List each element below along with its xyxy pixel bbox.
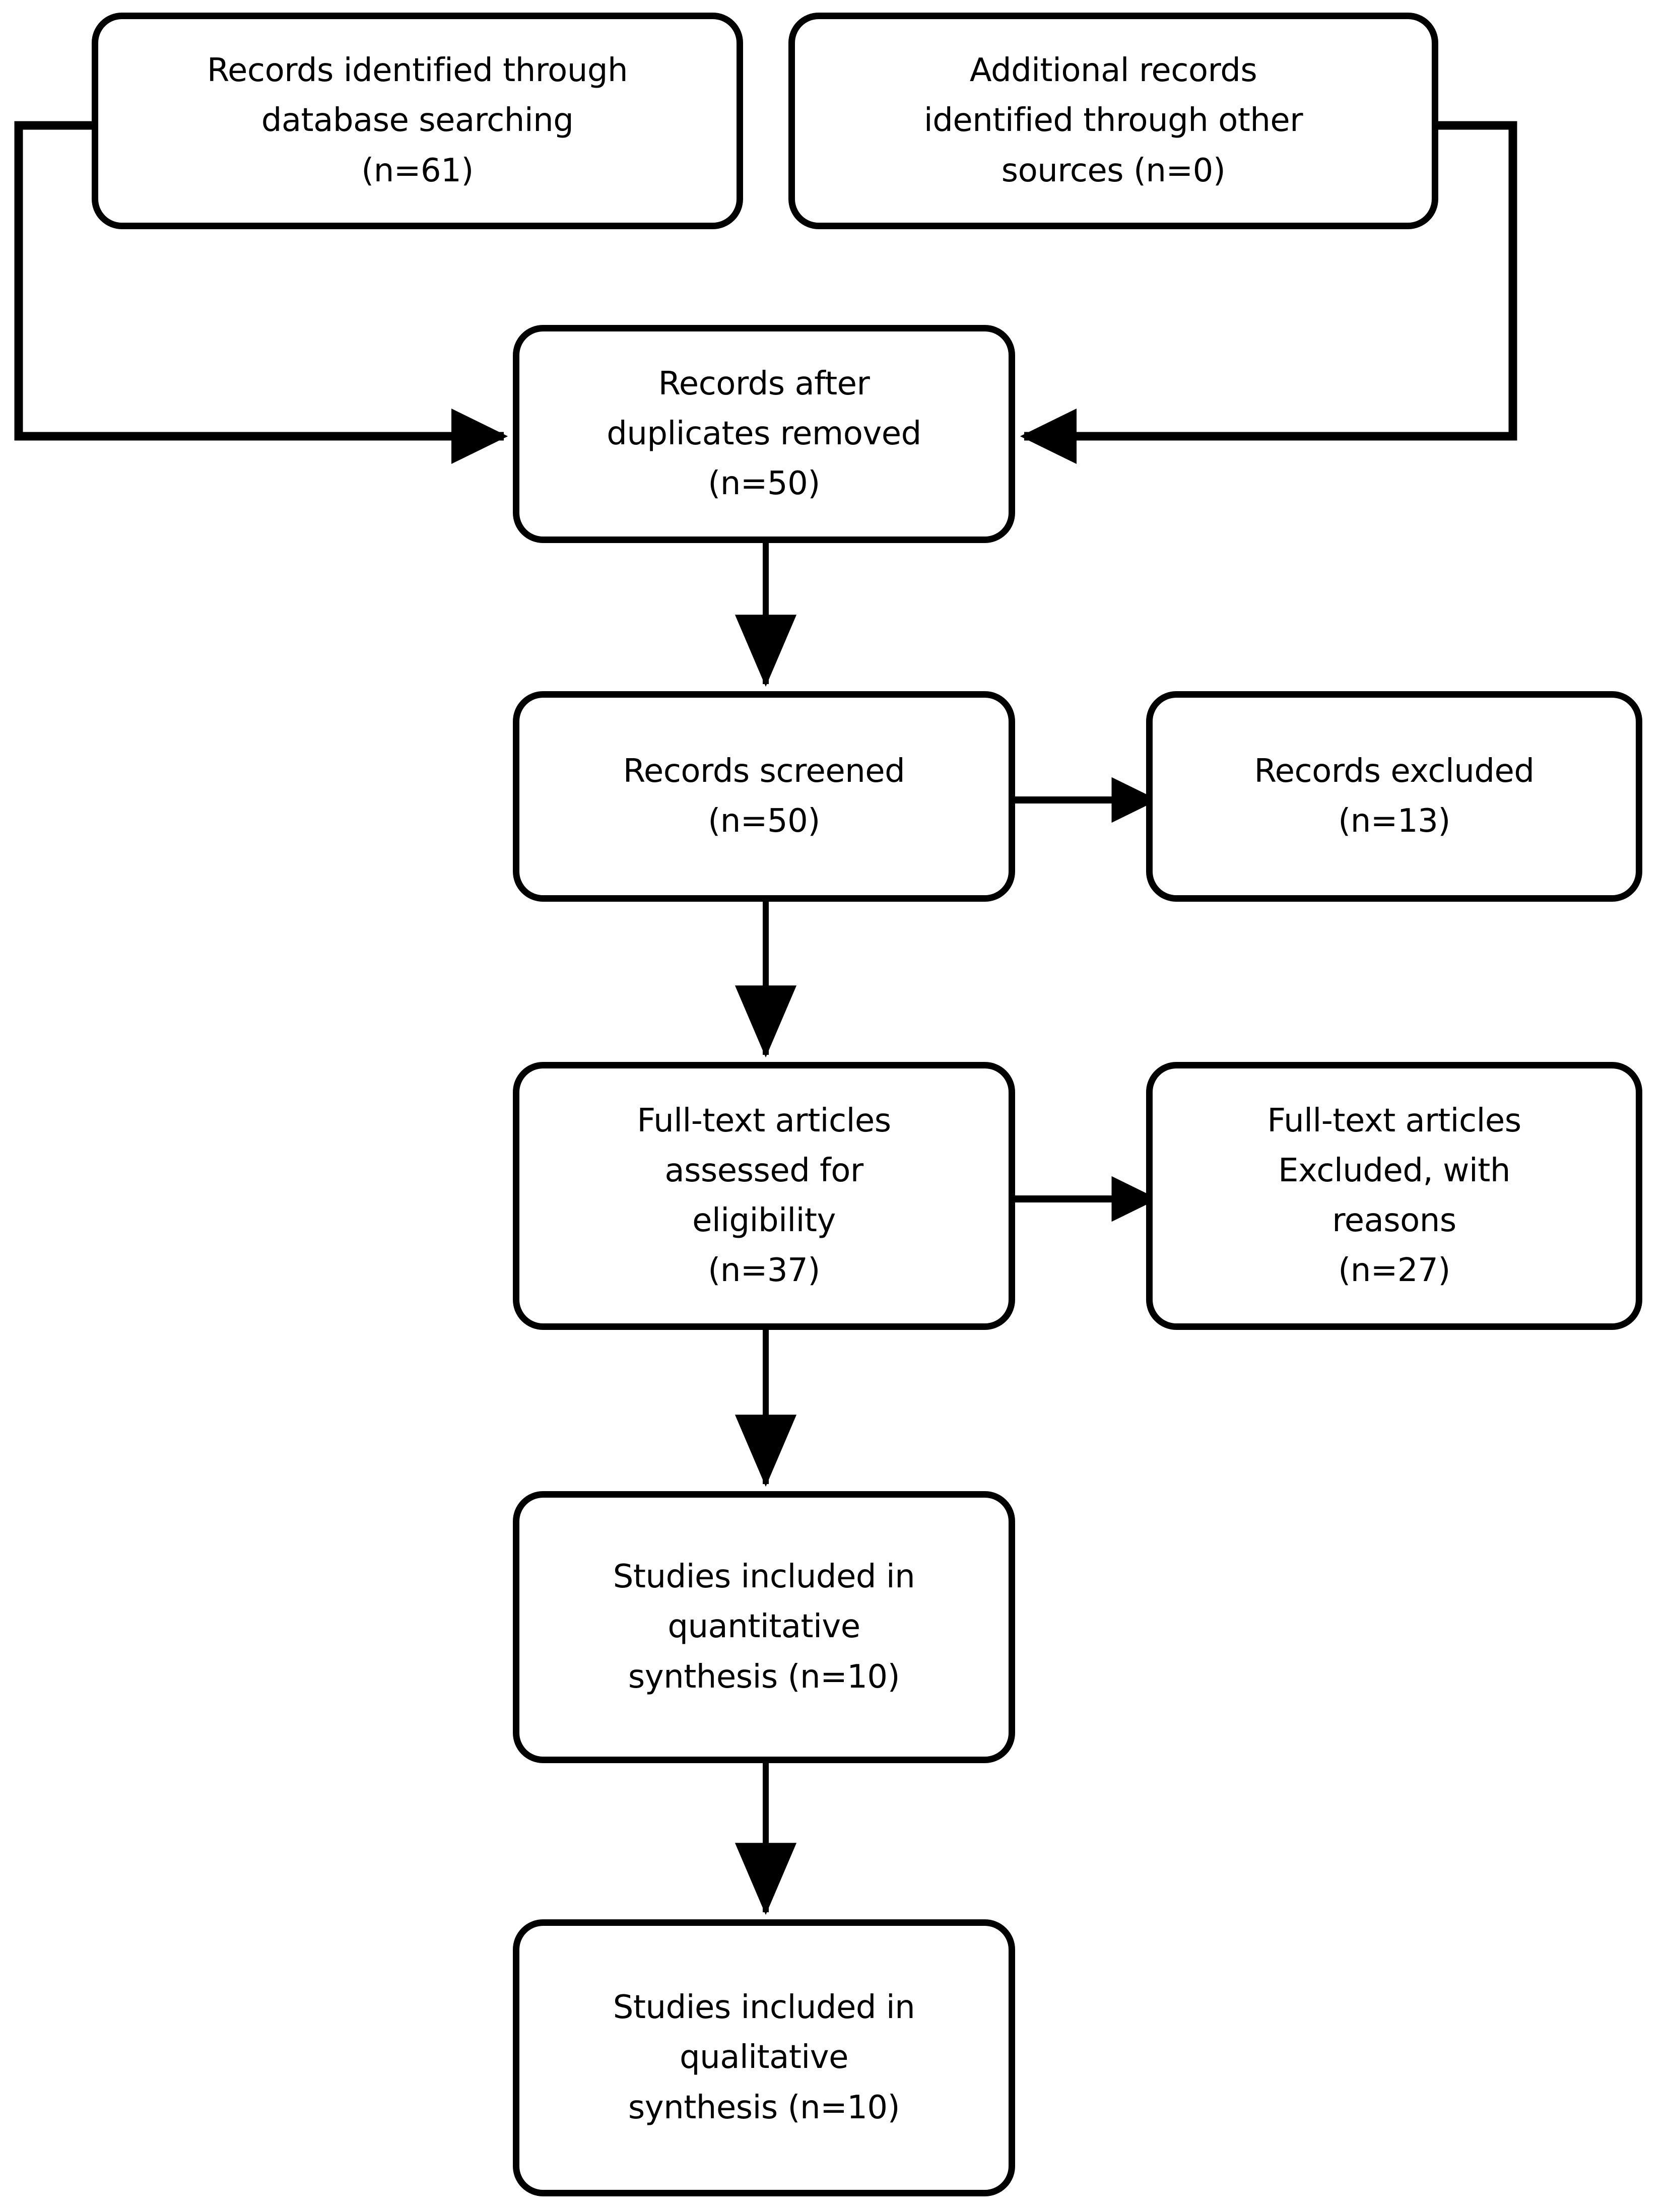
- box-studies-included-qualitative-synthesis: Studies included in qualitative synthesi…: [513, 1919, 1015, 2196]
- box-studies-included-quantitative-synthesis: Studies included in quantitative synthes…: [513, 1491, 1015, 1763]
- box-fulltext-articles-assessed-for-eligibility: Full-text articles assessed for eligibil…: [513, 1062, 1015, 1330]
- box-additional-records-other-sources: Additional records identified through ot…: [788, 13, 1438, 229]
- box-screened-label: Records screened (n=50): [623, 752, 905, 840]
- box-fulltext-articles-excluded-with-reasons: Full-text articles Excluded, with reason…: [1146, 1062, 1642, 1330]
- box-fulltext-excluded-label: Full-text articles Excluded, with reason…: [1267, 1102, 1521, 1290]
- connector-db-search-to-duplicates: [14, 121, 508, 464]
- box-records-after-duplicates-removed: Records after duplicates removed (n=50): [513, 325, 1015, 543]
- connector-other-sources-to-duplicates: [1020, 121, 1517, 464]
- box-qualitative-label: Studies included in qualitative synthesi…: [613, 1989, 915, 2126]
- box-records-identified-database-searching: Records identified through database sear…: [92, 13, 743, 229]
- box-records-screened: Records screened (n=50): [513, 691, 1015, 902]
- box-other-sources-label: Additional records identified through ot…: [923, 52, 1303, 189]
- box-records-excluded: Records excluded (n=13): [1146, 691, 1642, 902]
- box-duplicates-label: Records after duplicates removed (n=50): [607, 365, 921, 503]
- box-quantitative-label: Studies included in quantitative synthes…: [613, 1558, 915, 1696]
- box-db-search-label: Records identified through database sear…: [207, 52, 628, 189]
- box-records-excluded-label: Records excluded (n=13): [1254, 752, 1534, 840]
- box-fulltext-assessed-label: Full-text articles assessed for eligibil…: [637, 1102, 891, 1290]
